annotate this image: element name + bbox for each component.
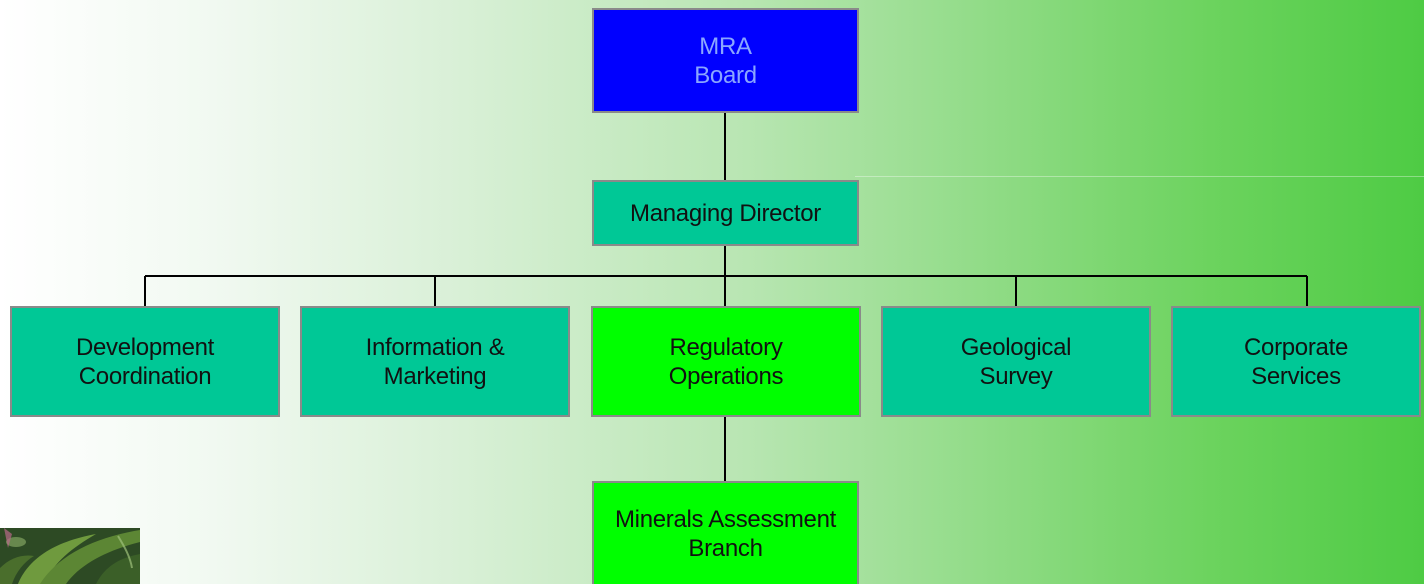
node-information-marketing: Information & Marketing — [300, 306, 570, 417]
node-regulatory-line2: Operations — [668, 362, 784, 390]
node-minerals-assessment-branch: Minerals Assessment Branch — [592, 481, 859, 584]
node-geological-survey: Geological Survey — [881, 306, 1151, 417]
node-mra-board: MRA Board — [592, 8, 859, 113]
node-corporate-services: Corporate Services — [1171, 306, 1421, 417]
foliage-illustration — [0, 528, 140, 584]
node-regulatory-line1: Regulatory — [669, 333, 783, 361]
node-corporate-line1: Corporate — [1243, 333, 1349, 361]
node-managing-director: Managing Director — [592, 180, 859, 246]
node-regulatory-operations: Regulatory Operations — [591, 306, 861, 417]
node-managing-director-label: Managing Director — [630, 199, 821, 227]
background-hairline — [855, 176, 1424, 177]
node-geological-line1: Geological — [960, 333, 1072, 361]
node-development-line1: Development — [75, 333, 215, 361]
node-corporate-line2: Services — [1251, 362, 1341, 390]
node-information-line1: Information & — [365, 333, 505, 361]
node-geological-line2: Survey — [979, 362, 1053, 390]
node-mra-board-line1: MRA — [699, 32, 752, 60]
node-minerals-assessment-line2: Branch — [688, 534, 763, 562]
foliage-photo — [0, 528, 140, 584]
node-minerals-assessment-line1: Minerals Assessment — [614, 505, 837, 533]
node-development-coordination: Development Coordination — [10, 306, 280, 417]
node-mra-board-line2: Board — [694, 61, 757, 89]
node-information-line2: Marketing — [383, 362, 487, 390]
node-development-line2: Coordination — [78, 362, 212, 390]
